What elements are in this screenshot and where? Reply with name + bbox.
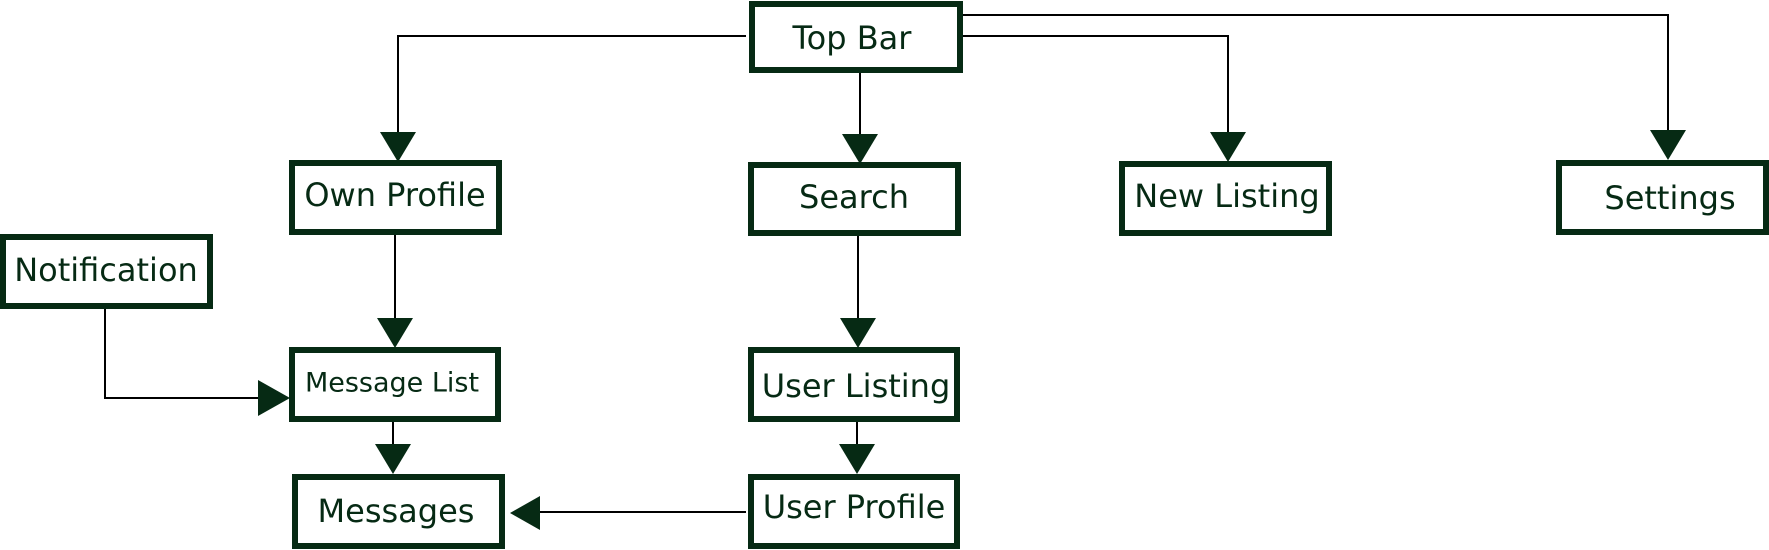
arrowheads xyxy=(258,130,1686,530)
label-own-profile: Own Profile xyxy=(304,176,485,214)
arrowhead-messages-right xyxy=(510,496,540,530)
label-messages: Messages xyxy=(318,492,475,530)
label-message-list: Message List xyxy=(305,368,479,399)
arrowhead-notification xyxy=(258,380,290,416)
arrowhead-newlisting xyxy=(1210,132,1246,162)
box-top-bar xyxy=(749,1,963,73)
arrowhead-ownprofile xyxy=(380,132,416,162)
label-settings: Settings xyxy=(1604,179,1735,217)
labels: Top Bar Own Profile Search New Listing S… xyxy=(14,19,1735,530)
arrowhead-userprofile xyxy=(839,444,875,474)
box-user-listing xyxy=(748,347,960,422)
label-new-listing: New Listing xyxy=(1134,177,1319,215)
box-messages xyxy=(292,474,505,549)
edge-topbar-newlisting xyxy=(962,35,1229,138)
arrowhead-settings xyxy=(1650,130,1686,160)
edge-notification-messagelist xyxy=(104,309,262,399)
label-search: Search xyxy=(799,178,909,216)
box-message-list xyxy=(289,347,501,422)
label-top-bar: Top Bar xyxy=(792,19,913,57)
box-settings xyxy=(1556,160,1769,235)
label-user-listing: User Listing xyxy=(762,367,951,405)
box-own-profile xyxy=(289,160,502,235)
edges xyxy=(104,14,1669,513)
box-user-profile xyxy=(748,474,960,549)
box-notification xyxy=(0,234,213,309)
box-new-listing xyxy=(1119,161,1332,236)
label-notification: Notification xyxy=(14,251,198,289)
edge-topbar-settings xyxy=(962,14,1669,138)
arrowhead-messages-top xyxy=(375,444,411,474)
arrowhead-search xyxy=(842,134,878,164)
arrowhead-userlisting xyxy=(840,318,876,348)
edge-topbar-ownprofile xyxy=(397,35,746,138)
label-user-profile: User Profile xyxy=(763,488,946,526)
arrowhead-messagelist-top xyxy=(377,318,413,348)
box-search xyxy=(748,162,961,236)
